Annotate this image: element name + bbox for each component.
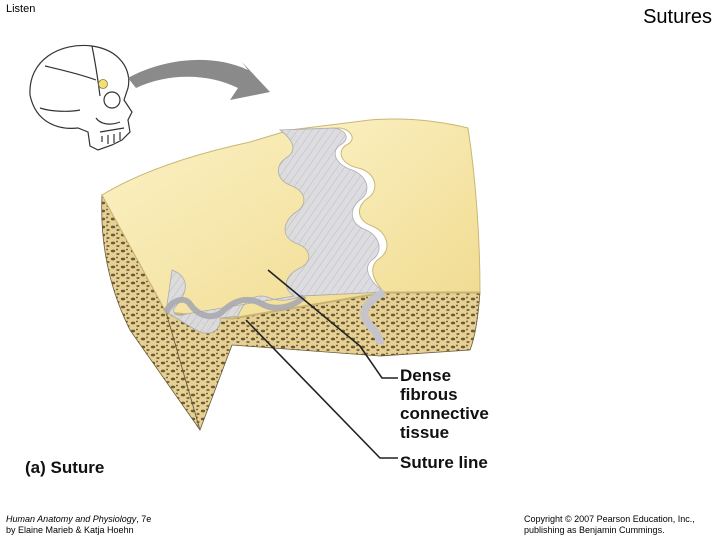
skull-icon <box>29 44 133 151</box>
figure-caption: (a) Suture <box>25 458 105 477</box>
copyright-line: Copyright © 2007 Pearson Education, Inc.… <box>524 514 695 524</box>
slide-title: Sutures <box>643 6 712 28</box>
leader-lines <box>245 269 398 459</box>
dense-fibrous-tissue-label: Dense fibrous connective tissue <box>400 366 489 442</box>
book-credit: Human Anatomy and Physiology, 7e by Elai… <box>6 514 151 536</box>
book-title: Human Anatomy and Physiology <box>6 514 137 524</box>
bone-block <box>101 118 481 432</box>
callout-line: fibrous <box>400 385 458 404</box>
copyright-notice: Copyright © 2007 Pearson Education, Inc.… <box>524 514 695 536</box>
suture-line-label: Suture line <box>400 453 488 472</box>
fibrous-suture-band <box>165 127 386 334</box>
listen-link[interactable]: Listen <box>6 3 36 15</box>
callout-line: connective <box>400 404 489 423</box>
copyright-line: publishing as Benjamin Cummings. <box>524 525 665 535</box>
suture-location-marker <box>98 79 108 89</box>
curved-arrow-icon <box>128 59 270 100</box>
callout-line: Dense <box>400 366 452 385</box>
callout-line: tissue <box>400 423 450 442</box>
book-edition: , 7e <box>136 514 152 524</box>
book-authors: by Elaine Marieb & Katja Hoehn <box>6 525 134 535</box>
